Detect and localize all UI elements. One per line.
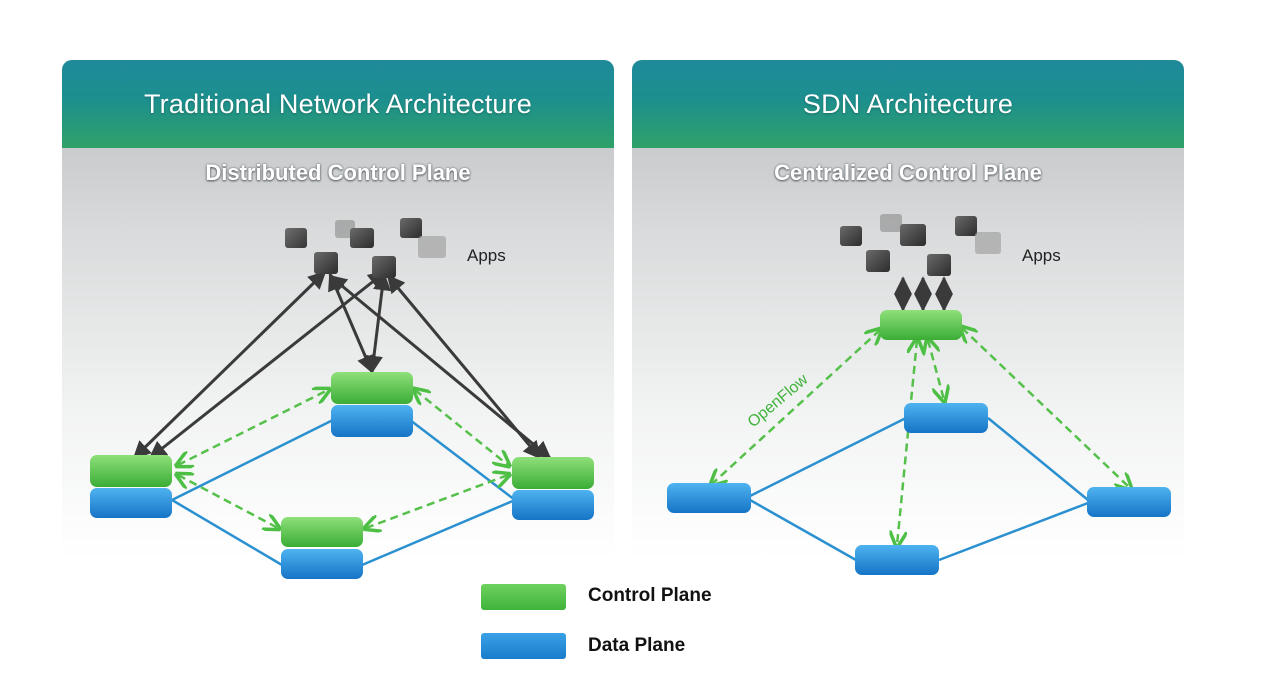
- traditional-apps-cluster: [285, 218, 446, 278]
- app-icon: [350, 228, 374, 248]
- traditional-node-top: [331, 372, 413, 437]
- app-arrow: [132, 270, 327, 460]
- app-icon: [900, 224, 926, 246]
- data-link: [409, 419, 516, 501]
- control-link: [178, 390, 328, 465]
- data-link: [938, 501, 1089, 562]
- data-plane-disk: [281, 549, 363, 579]
- sdn-control-links: [712, 328, 1130, 545]
- control-plane-disk: [90, 455, 172, 487]
- app-icon: [955, 216, 977, 236]
- sdn-app-arrows: [894, 276, 953, 312]
- app-icon: [880, 214, 902, 232]
- sdn-switch-left: [667, 483, 751, 513]
- control-plane-disk: [512, 457, 594, 489]
- app-icon: [285, 228, 307, 248]
- traditional-panel-subtitle: Distributed Control Plane: [205, 160, 471, 185]
- control-link: [897, 340, 917, 545]
- data-plane-disk: [512, 490, 594, 520]
- sdn-panel-title: SDN Architecture: [802, 88, 1014, 119]
- app-icon: [372, 256, 396, 278]
- app-arrow: [365, 272, 391, 374]
- traditional-node-bottom: [281, 517, 363, 579]
- app-icon: [418, 236, 446, 258]
- app-icon: [400, 218, 422, 238]
- sdn-panel-subtitle: Centralized Control Plane: [774, 160, 1042, 185]
- control-plane-disk: [331, 372, 413, 404]
- app-icon: [927, 254, 951, 276]
- traditional-app-arrows: [132, 270, 552, 460]
- traditional-node-left: [90, 455, 172, 518]
- app-icon: [975, 232, 1001, 254]
- data-link: [987, 417, 1089, 501]
- app-icon: [314, 252, 338, 274]
- sdn-controller-disk: [880, 310, 962, 340]
- data-link: [171, 498, 283, 567]
- control-link: [366, 475, 508, 528]
- data-plane-disk: [90, 488, 172, 518]
- sdn-apps-cluster: [840, 214, 1001, 276]
- control-link: [712, 330, 880, 484]
- traditional-apps-label: Apps: [467, 246, 506, 265]
- data-link: [171, 418, 334, 502]
- sdn-panel-header: SDN Architecture: [632, 60, 1184, 148]
- control-link: [178, 475, 278, 528]
- traditional-panel-header: Traditional Network Architecture: [62, 60, 614, 148]
- legend-data-plane-swatch: [481, 633, 566, 659]
- traditional-panel-title: Traditional Network Architecture: [143, 88, 533, 119]
- data-plane-disk: [331, 405, 413, 437]
- app-arrow: [386, 274, 542, 460]
- traditional-node-right: [512, 457, 594, 520]
- app-icon: [840, 226, 862, 246]
- app-icon: [866, 250, 890, 272]
- sdn-data-links: [749, 416, 1089, 562]
- data-link: [361, 498, 516, 567]
- sdn-switch-bottom: [855, 545, 939, 575]
- legend-control-plane-label: Control Plane: [588, 585, 712, 606]
- legend-control-plane-swatch: [481, 584, 566, 610]
- data-link: [749, 498, 857, 562]
- sdn-apps-label: Apps: [1022, 246, 1061, 265]
- control-plane-disk: [281, 517, 363, 547]
- sdn-switch-top: [904, 403, 988, 433]
- control-link: [928, 340, 944, 400]
- legend-data-plane-label: Data Plane: [588, 635, 686, 656]
- data-link: [749, 416, 907, 498]
- sdn-switch-right: [1087, 487, 1171, 517]
